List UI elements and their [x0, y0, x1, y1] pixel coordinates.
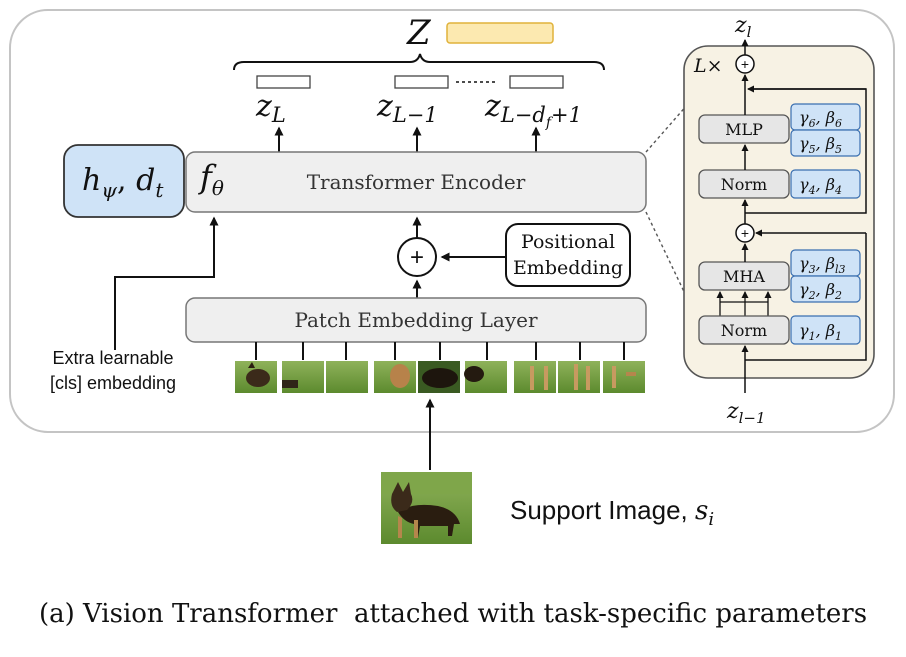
mlp-label: MLP [725, 120, 763, 139]
block-repeat-label: L× [693, 55, 723, 77]
transformer-encoder-label: Transformer Encoder [307, 170, 526, 194]
output-label-zL: zL [255, 89, 286, 127]
param-label-6: γ6, β6 [799, 108, 842, 130]
mha-label: MHA [723, 267, 765, 286]
patch-1 [235, 361, 277, 393]
cls-label-line1: Extra learnable [52, 348, 173, 368]
block-output-label: zl [734, 13, 752, 41]
patch-3 [326, 361, 368, 393]
param-label-1: γ1, β1 [799, 321, 842, 343]
output-label-zL-df-1: zL−df+1 [484, 89, 582, 131]
hpsi-dt-box [63, 144, 185, 218]
patch-ticks [255, 342, 625, 360]
patch-4 [374, 361, 416, 393]
mlp-box [698, 114, 790, 144]
patch-embedding-box [185, 297, 647, 343]
positional-embedding-line2: Embedding [513, 257, 623, 279]
add-symbol: + [410, 244, 424, 271]
param-label-5: γ5, β5 [799, 134, 842, 156]
residual-skip-bottom [745, 233, 867, 361]
mha-box [698, 261, 790, 291]
output-token-zL-df [509, 75, 564, 89]
param-label-2: γ2, β2 [799, 280, 842, 302]
zoom-line-bottom [645, 211, 689, 301]
patch-embedding-label: Patch Embedding Layer [294, 308, 538, 332]
patch-2 [282, 361, 324, 393]
support-image [381, 472, 472, 544]
output-token-zL-1 [394, 75, 449, 89]
param-labels: γ6, β6 γ5, β5 γ4, β4 γ3, βl3 γ2, β2 γ1, … [799, 108, 846, 343]
param-box-1 [790, 315, 861, 345]
output-token-zL [256, 75, 311, 89]
patch-6 [464, 361, 507, 393]
z-token-yellow [446, 22, 554, 44]
cls-label-line2: [cls] embedding [50, 373, 176, 393]
positional-embedding-box [505, 223, 631, 287]
norm1-box [698, 169, 790, 199]
param-boxes [790, 103, 861, 345]
patch-8 [558, 361, 600, 393]
norm2-label: Norm [721, 321, 767, 340]
zoom-line-top [645, 103, 689, 153]
param-label-3: γ3, βl3 [799, 254, 846, 276]
norm1-label: Norm [721, 175, 767, 194]
z-label: Z [406, 13, 432, 53]
hpsi-dt-label: hψ, dt [82, 163, 164, 202]
patch-9 [603, 361, 645, 393]
arrow-cls-to-encoder [114, 216, 219, 350]
patch-7 [514, 361, 556, 393]
patch-images [235, 361, 645, 393]
param-box-5 [790, 129, 861, 157]
output-label-zL-1: zL−1 [376, 89, 438, 127]
transformer-encoder-box [185, 151, 647, 213]
output-brace [233, 53, 605, 71]
block-add-mid-symbol: + [741, 225, 749, 241]
param-label-4: γ4, β4 [799, 175, 842, 197]
positional-embedding-line1: Positional [521, 231, 615, 253]
figure-caption: (a) Vision Transformer attached with tas… [39, 599, 867, 629]
support-image-label: Support Image, si [510, 495, 714, 530]
param-box-4 [790, 169, 861, 199]
norm2-box [698, 315, 790, 345]
mha-inputs [716, 291, 772, 316]
block-input-label: zl−1 [726, 399, 766, 427]
block-add-top-symbol: + [741, 56, 749, 72]
param-box-2 [790, 275, 861, 303]
patch-5 [418, 361, 460, 393]
